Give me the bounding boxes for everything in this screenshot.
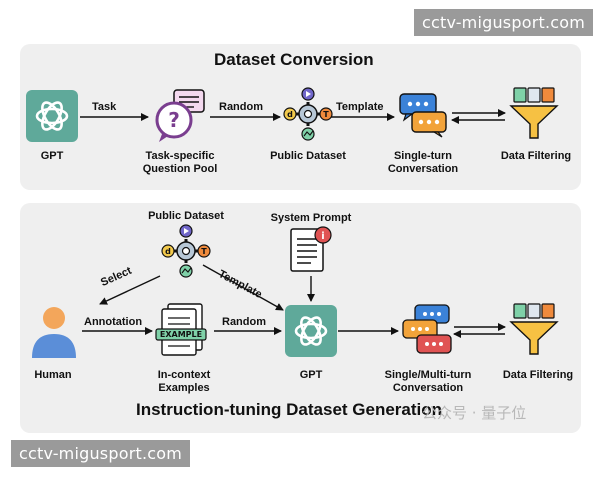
node-label-system-prompt: System Prompt — [270, 212, 352, 224]
human-icon — [32, 307, 76, 358]
document-icon: i — [290, 226, 332, 272]
watermark-bottom-left: cctv-migusport.com — [11, 440, 190, 467]
chat-bubbles-icon-bottom — [402, 304, 452, 354]
node-label-data-filtering: Data Filtering — [500, 150, 572, 162]
chat-bubbles-icon — [399, 93, 447, 138]
svg-text:?: ? — [168, 108, 180, 132]
svg-text:d: d — [287, 110, 293, 119]
svg-text:d: d — [165, 247, 171, 256]
gpt-logo-icon-bottom — [285, 305, 337, 357]
filter-funnel-icon — [509, 87, 559, 139]
gpt-logo-icon — [26, 90, 78, 142]
node-label-public-dataset: Public Dataset — [270, 150, 346, 162]
svg-text:T: T — [201, 247, 207, 256]
watermark-top-right: cctv-migusport.com — [414, 9, 593, 36]
edge-template-bottom-arrow — [202, 264, 284, 311]
svg-text:i: i — [321, 231, 324, 242]
node-label-public-dataset-bottom: Public Dataset — [148, 210, 224, 222]
edge-label-random: Random — [219, 101, 263, 113]
svg-text:T: T — [323, 110, 329, 119]
node-label-gpt-bottom: GPT — [299, 369, 323, 381]
edge-label-template: Template — [336, 101, 384, 113]
node-label-examples: In-context Examples — [157, 369, 211, 394]
edge-select-arrow — [99, 275, 161, 305]
node-label-human: Human — [34, 369, 72, 381]
watermark-inline: 公众号 · 量子位 — [422, 404, 527, 422]
dataset-gear-icon-bottom: d T — [161, 224, 211, 278]
edge-label-annotation: Annotation — [84, 316, 143, 328]
node-label-multi-turn: Single/Multi-turn Conversation — [384, 369, 472, 394]
node-label-question-pool: Task-specific Question Pool — [142, 150, 218, 175]
filter-funnel-icon-bottom — [509, 303, 559, 355]
question-pool-icon: ? — [155, 89, 205, 142]
node-label-single-turn: Single-turn Conversation — [387, 150, 459, 175]
bottom-panel-title: Instruction-tuning Dataset Generation — [136, 400, 443, 419]
example-docs-icon — [155, 303, 207, 356]
edge-label-random-bottom: Random — [222, 316, 266, 328]
dataset-gear-icon: d T — [283, 87, 333, 141]
top-panel-title: Dataset Conversion — [214, 50, 374, 69]
node-label-data-filtering-bottom: Data Filtering — [502, 369, 574, 381]
example-tag: EXAMPLE — [159, 330, 203, 339]
edge-label-task: Task — [92, 101, 117, 113]
node-label-gpt: GPT — [40, 150, 64, 162]
